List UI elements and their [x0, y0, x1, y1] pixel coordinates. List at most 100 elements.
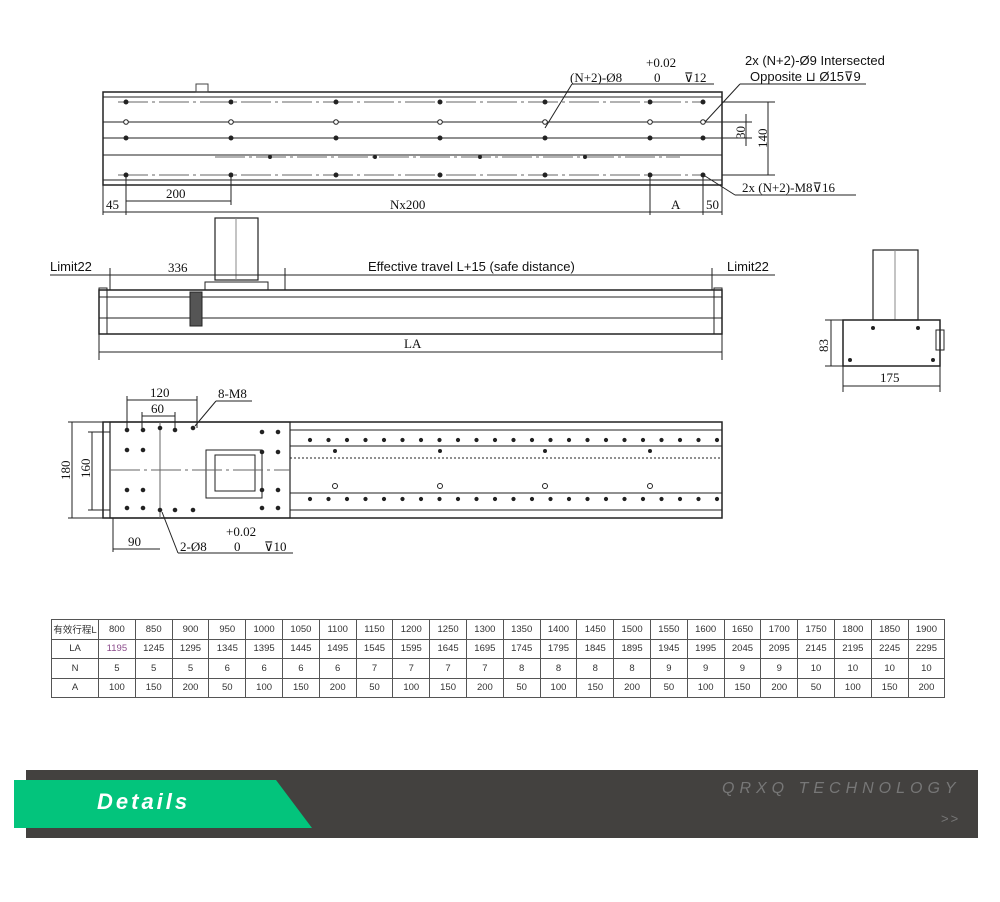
hole-mark [344, 437, 350, 443]
bottom-view: 120 60 8-M8 180 160 90 +0.02 2-Ø8 0 ⊽10 [58, 385, 723, 554]
table-cell: 1695 [465, 638, 504, 659]
table-cell: 850 [134, 619, 173, 640]
table-cell: 2095 [760, 638, 799, 659]
table-cell: 8 [576, 658, 615, 679]
hole-mark [344, 496, 350, 502]
dim-60: 60 [151, 401, 164, 416]
hole-mark [542, 483, 548, 489]
table-cell: 1000 [245, 619, 283, 640]
dim-90: 90 [128, 534, 141, 549]
hole-mark [381, 437, 387, 443]
table-cell: 5 [134, 658, 173, 679]
pin-callout: 2-Ø8 [180, 539, 207, 554]
hole-mark [437, 119, 443, 125]
hole-mark [542, 99, 548, 105]
table-cell: 100 [539, 677, 578, 698]
table-cell: 1395 [245, 638, 283, 659]
dim-50: 50 [706, 197, 719, 212]
table-cell: 150 [870, 677, 909, 698]
table-cell: 1700 [760, 619, 799, 640]
hole-mark [640, 496, 646, 502]
hole-mark [275, 505, 281, 511]
table-cell: 9 [723, 658, 762, 679]
table-cell: 6 [318, 658, 357, 679]
pin-callout-depth: ⊽10 [264, 539, 287, 554]
hole-mark [228, 135, 234, 141]
table-cell: 200 [465, 677, 504, 698]
table-cell: 1245 [134, 638, 173, 659]
table-cell: 200 [760, 677, 799, 698]
more-link[interactable]: >> [941, 811, 961, 826]
table-cell: 50 [649, 677, 688, 698]
brand-name: QRXQ TECHNOLOGY [722, 780, 961, 797]
hole-mark [172, 427, 178, 433]
hole-mark [140, 447, 146, 453]
table-cell: 1345 [208, 638, 247, 659]
table-cell: 7 [465, 658, 504, 679]
hole-mark [259, 505, 265, 511]
hole-mark [373, 155, 377, 159]
dim-175: 175 [880, 370, 900, 385]
hole-mark [700, 135, 706, 141]
row-header: A [51, 677, 99, 698]
dim-83: 83 [816, 339, 831, 352]
table-cell: 50 [502, 677, 541, 698]
hole-mark [333, 449, 337, 453]
table-cell: 7 [355, 658, 394, 679]
hole-mark [543, 449, 547, 453]
table-cell: 1200 [392, 619, 431, 640]
table-cell: 5 [171, 658, 210, 679]
table-cell: 1400 [539, 619, 578, 640]
table-cell: 1495 [318, 638, 357, 659]
dim-336: 336 [168, 260, 188, 275]
hole-mark [363, 437, 368, 443]
hole-mark [437, 135, 443, 141]
table-cell: 1100 [318, 619, 357, 640]
hole-mark [622, 437, 627, 443]
hole-mark [583, 155, 587, 159]
hole-mark [647, 135, 653, 141]
hole-mark [659, 496, 664, 502]
hole-mark [172, 507, 178, 513]
dim-160: 160 [78, 459, 93, 479]
hole-mark [647, 119, 653, 125]
table-cell: 200 [171, 677, 210, 698]
hole-mark [659, 437, 664, 443]
hole-mark [492, 496, 498, 502]
hole-mark [437, 437, 442, 443]
hole-mark [492, 437, 498, 443]
hole-mark [332, 483, 338, 489]
dim-la: LA [404, 336, 422, 351]
hole-mark [622, 496, 627, 502]
table-cell: 1995 [686, 638, 725, 659]
hole-mark [124, 505, 130, 511]
table-cell: 8 [539, 658, 578, 679]
table-cell: 9 [686, 658, 725, 679]
pin-callout-zero: 0 [234, 539, 241, 554]
table-cell: 6 [208, 658, 247, 679]
hole-mark [714, 437, 720, 443]
hole-mark [190, 425, 196, 431]
table-cell: 50 [797, 677, 835, 698]
table-cell: 1250 [429, 619, 467, 640]
dim-45: 45 [106, 197, 119, 212]
dim-a: A [671, 197, 681, 212]
table-cell: 6 [281, 658, 320, 679]
table-cell: 150 [134, 677, 173, 698]
hole-mark [648, 449, 652, 453]
table-cell: 10 [907, 658, 946, 679]
hole-mark [275, 449, 281, 455]
table-cell: 1895 [613, 638, 651, 659]
table-cell: 1850 [870, 619, 909, 640]
hole-mark [677, 496, 683, 502]
hole-mark [529, 437, 535, 443]
table-cell: 200 [613, 677, 651, 698]
table-cell: 1800 [833, 619, 872, 640]
hole-mark [333, 99, 339, 105]
table-cell: 100 [245, 677, 283, 698]
table-cell: 200 [907, 677, 946, 698]
